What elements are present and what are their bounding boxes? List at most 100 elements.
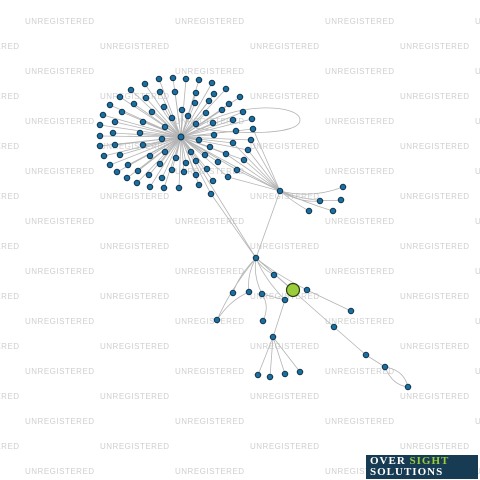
focus-node[interactable] <box>285 282 301 298</box>
graph-node[interactable] <box>192 157 200 165</box>
graph-node[interactable] <box>111 118 119 126</box>
graph-node[interactable] <box>111 141 119 149</box>
graph-node[interactable] <box>252 254 260 262</box>
graph-node[interactable] <box>175 184 183 192</box>
graph-node[interactable] <box>113 168 121 176</box>
graph-node[interactable] <box>96 132 104 140</box>
graph-node[interactable] <box>124 161 132 169</box>
graph-node[interactable] <box>266 373 274 381</box>
graph-node[interactable] <box>168 166 176 174</box>
graph-node[interactable] <box>218 106 226 114</box>
graph-node[interactable] <box>202 109 210 117</box>
graph-node[interactable] <box>171 88 179 96</box>
graph-node[interactable] <box>205 97 213 105</box>
graph-node[interactable] <box>229 289 237 297</box>
graph-node[interactable] <box>158 135 166 143</box>
graph-node[interactable] <box>259 317 267 325</box>
graph-node[interactable] <box>225 100 233 108</box>
graph-node[interactable] <box>296 368 304 376</box>
graph-node[interactable] <box>148 108 156 116</box>
graph-node[interactable] <box>270 271 278 279</box>
graph-node[interactable] <box>210 131 218 139</box>
graph-node[interactable] <box>161 148 169 156</box>
graph-node[interactable] <box>236 93 244 101</box>
graph-node[interactable] <box>249 125 257 133</box>
graph-node[interactable] <box>178 106 186 114</box>
graph-node[interactable] <box>339 183 347 191</box>
graph-node[interactable] <box>192 89 200 97</box>
graph-node[interactable] <box>136 129 144 137</box>
graph-node[interactable] <box>281 370 289 378</box>
graph-node[interactable] <box>145 171 153 179</box>
graph-node[interactable] <box>337 196 345 204</box>
graph-node[interactable] <box>146 183 154 191</box>
graph-node[interactable] <box>248 115 256 123</box>
graph-node[interactable] <box>210 90 218 98</box>
graph-node[interactable] <box>245 288 253 296</box>
graph-node[interactable] <box>156 88 164 96</box>
graph-node[interactable] <box>316 197 324 205</box>
graph-node[interactable] <box>203 165 211 173</box>
graph-node[interactable] <box>281 296 289 304</box>
graph-node[interactable] <box>276 187 284 195</box>
graph-node[interactable] <box>123 174 131 182</box>
graph-node[interactable] <box>208 79 216 87</box>
graph-node[interactable] <box>106 101 114 109</box>
graph-node[interactable] <box>187 148 195 156</box>
graph-node[interactable] <box>130 100 138 108</box>
graph-node-hub[interactable] <box>177 133 185 141</box>
graph-node[interactable] <box>139 118 147 126</box>
graph-node[interactable] <box>182 75 190 83</box>
graph-node[interactable] <box>233 166 241 174</box>
graph-node[interactable] <box>169 74 177 82</box>
graph-node[interactable] <box>247 136 255 144</box>
graph-node[interactable] <box>158 174 166 182</box>
graph-node[interactable] <box>209 119 217 127</box>
graph-node[interactable] <box>329 207 337 215</box>
graph-node[interactable] <box>96 121 104 129</box>
graph-node[interactable] <box>191 99 199 107</box>
graph-node[interactable] <box>303 286 311 294</box>
graph-node[interactable] <box>118 108 126 116</box>
graph-node[interactable] <box>182 159 190 167</box>
graph-node[interactable] <box>232 127 240 135</box>
graph-node[interactable] <box>141 80 149 88</box>
graph-node[interactable] <box>172 154 180 162</box>
graph-node[interactable] <box>139 141 147 149</box>
graph-node[interactable] <box>404 383 412 391</box>
graph-node[interactable] <box>146 152 154 160</box>
graph-node[interactable] <box>161 123 169 131</box>
graph-node[interactable] <box>133 179 141 187</box>
graph-node[interactable] <box>381 363 389 371</box>
graph-node[interactable] <box>160 103 168 111</box>
graph-node[interactable] <box>207 190 215 198</box>
graph-node[interactable] <box>201 151 209 159</box>
graph-node[interactable] <box>229 116 237 124</box>
graph-node[interactable] <box>116 151 124 159</box>
graph-node[interactable] <box>269 333 277 341</box>
graph-node[interactable] <box>184 112 192 120</box>
graph-node[interactable] <box>214 158 222 166</box>
graph-node[interactable] <box>330 323 338 331</box>
graph-node[interactable] <box>209 177 217 185</box>
graph-node[interactable] <box>180 168 188 176</box>
graph-node[interactable] <box>100 152 108 160</box>
graph-node[interactable] <box>244 146 252 154</box>
graph-node[interactable] <box>222 150 230 158</box>
graph-node[interactable] <box>99 111 107 119</box>
graph-node[interactable] <box>134 167 142 175</box>
graph-node[interactable] <box>109 129 117 137</box>
graph-node[interactable] <box>156 160 164 168</box>
graph-node[interactable] <box>229 139 237 147</box>
graph-node[interactable] <box>213 316 221 324</box>
graph-node[interactable] <box>192 120 200 128</box>
graph-node[interactable] <box>258 290 266 298</box>
graph-node[interactable] <box>192 171 200 179</box>
graph-node[interactable] <box>116 93 124 101</box>
graph-node[interactable] <box>96 142 104 150</box>
graph-node[interactable] <box>222 85 230 93</box>
graph-node[interactable] <box>206 143 214 151</box>
graph-node[interactable] <box>224 173 232 181</box>
graph-node[interactable] <box>142 94 150 102</box>
graph-node[interactable] <box>127 86 135 94</box>
